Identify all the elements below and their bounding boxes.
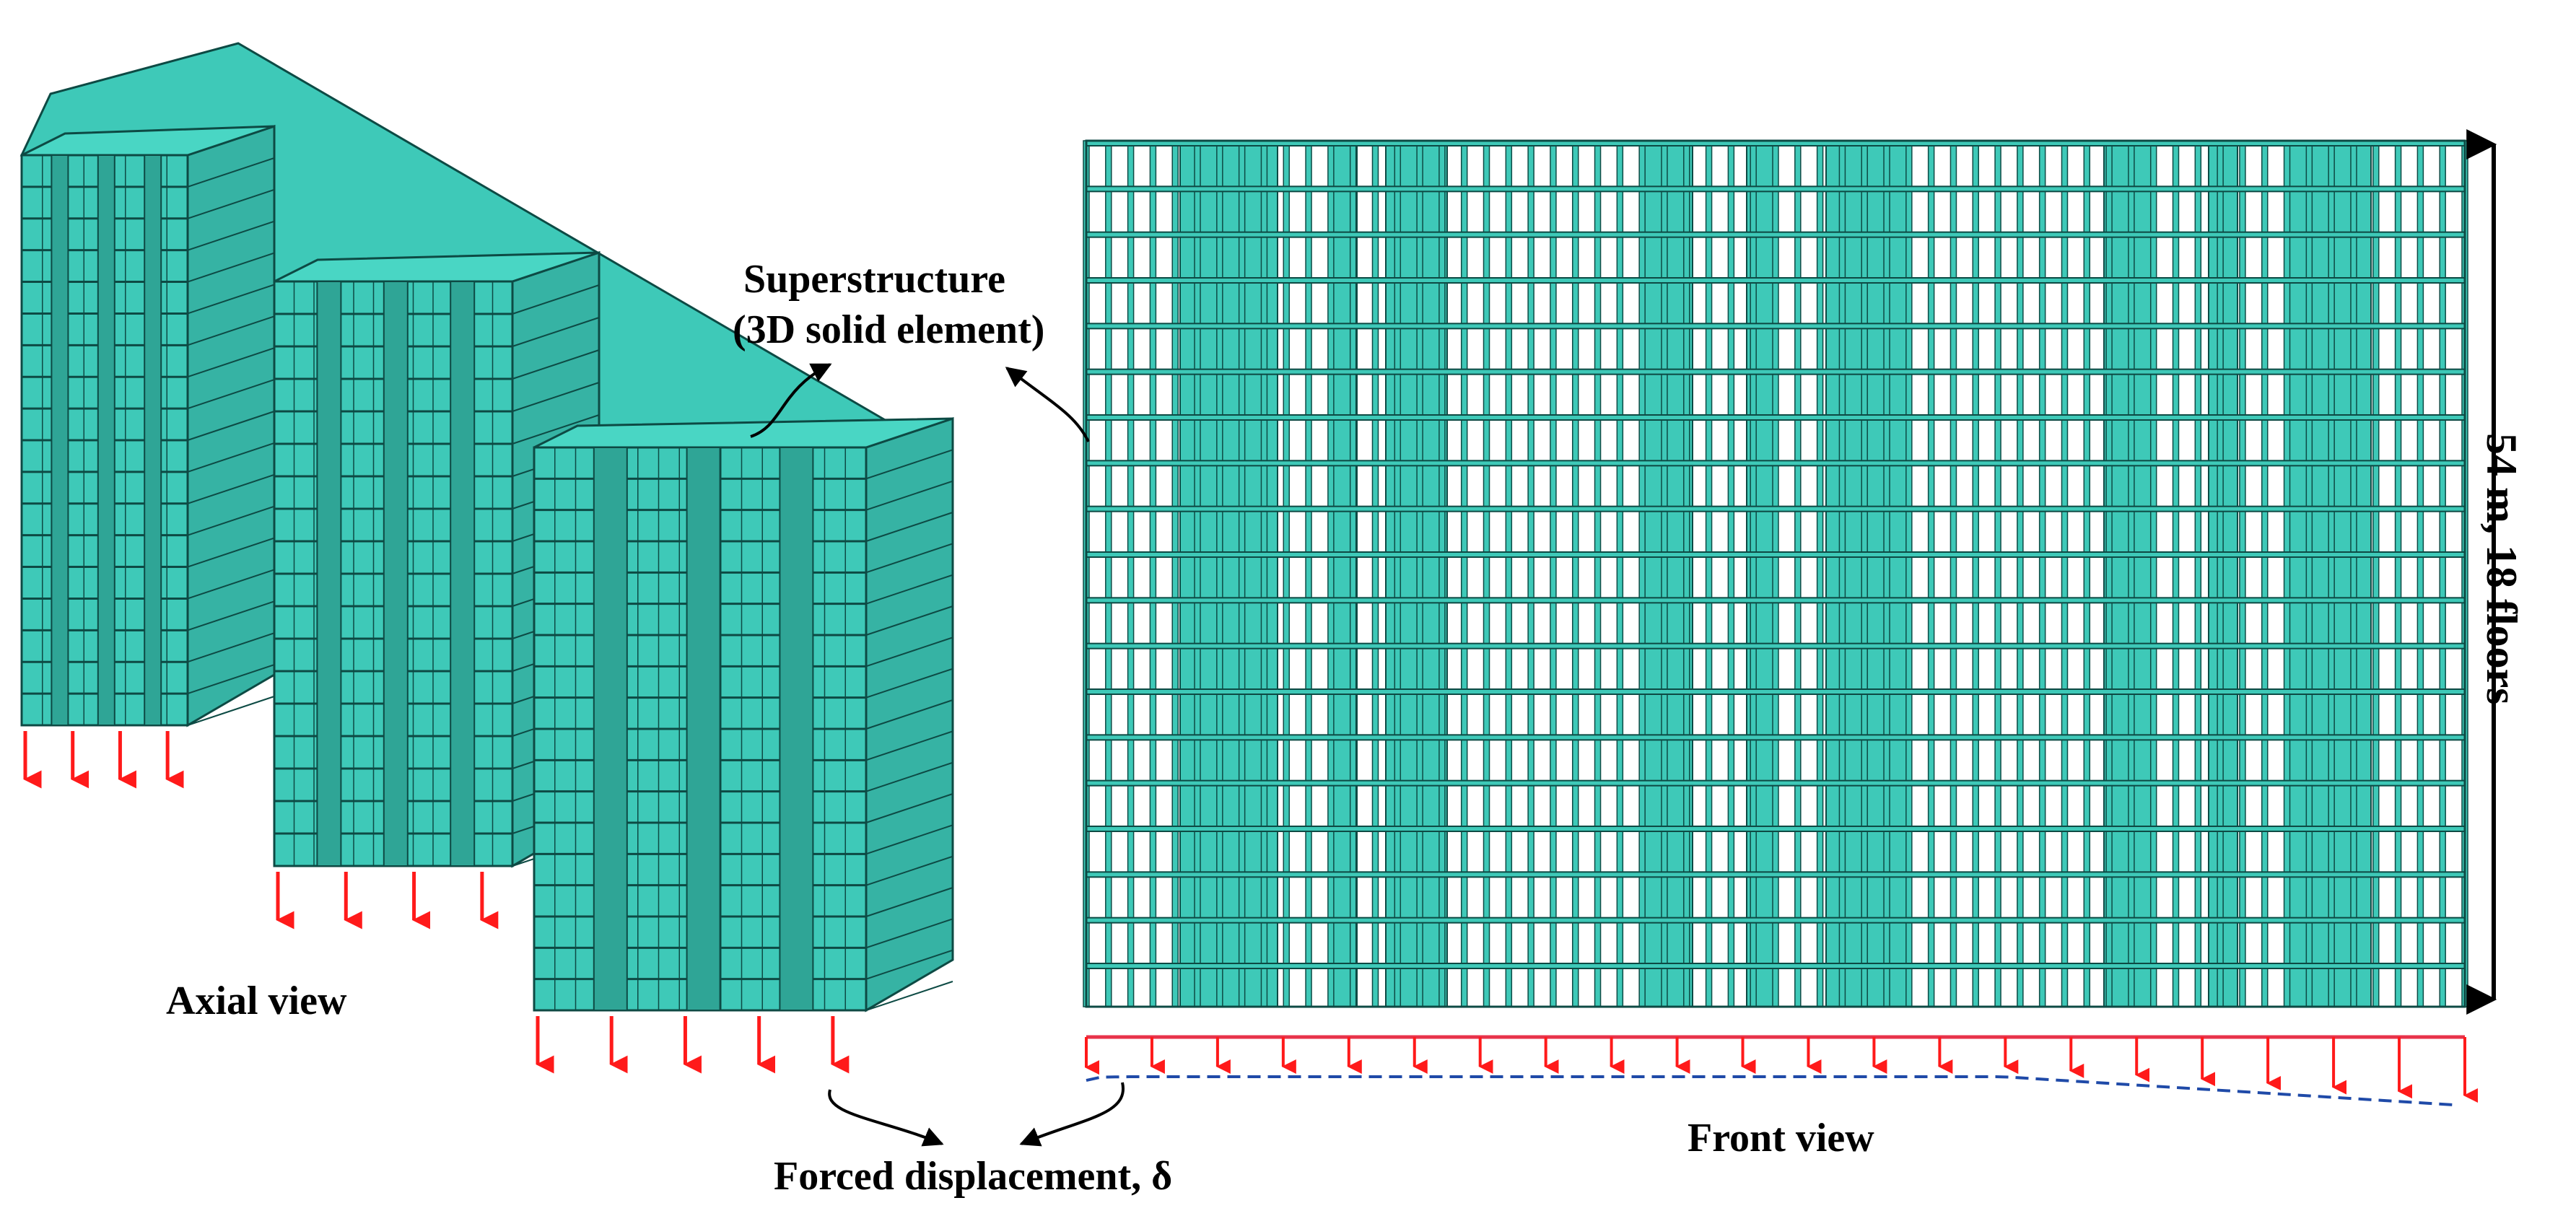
side-floor-line: [187, 220, 275, 251]
tower-roof: [21, 125, 275, 157]
side-floor-line: [865, 981, 953, 1011]
floor-slab: [1086, 826, 2466, 832]
side-floor-line: [187, 600, 275, 631]
front-outline: [1085, 139, 2466, 1008]
side-floor-line: [865, 637, 953, 668]
floor-slab: [1086, 734, 2466, 741]
side-floor-line: [187, 347, 275, 378]
floor-slab: [1086, 368, 2466, 375]
side-floor-line: [865, 730, 953, 761]
side-floor-line: [187, 315, 275, 346]
axial-view-model: [19, 42, 954, 1074]
floor-slab: [1086, 688, 2466, 695]
floor-slab: [1086, 323, 2466, 330]
tower-roof: [533, 417, 953, 449]
side-floor-line: [187, 473, 275, 504]
front-view-label: Front view: [1688, 1116, 1874, 1160]
floor-slab: [1086, 642, 2466, 649]
shear-wall-strip: [593, 447, 628, 1011]
side-floor-line: [865, 949, 953, 980]
forced-displacement-pointer-front: [1019, 1082, 1125, 1147]
floor-slab: [1086, 185, 2466, 193]
side-floor-line: [187, 569, 275, 600]
settlement-profile: [1086, 1075, 2458, 1107]
shear-wall-strip: [316, 281, 342, 867]
floor-slab: [1086, 414, 2466, 421]
side-floor-line: [865, 855, 953, 886]
side-floor-line: [865, 918, 953, 949]
floor-slab: [1086, 505, 2466, 512]
side-floor-line: [187, 664, 275, 695]
front-view-loads: [1085, 1035, 2478, 1107]
shear-wall-strip: [97, 154, 115, 726]
floor-slab: [1086, 460, 2466, 467]
side-floor-line: [865, 668, 953, 699]
side-floor-line: [187, 696, 275, 726]
floor-slab: [1086, 277, 2466, 284]
side-floor-line: [187, 537, 275, 568]
shear-wall-strip: [450, 281, 476, 867]
side-floor-line: [865, 449, 953, 480]
side-floor-line: [187, 411, 275, 441]
side-floor-line: [187, 379, 275, 410]
forced-displacement-label: Forced displacement, δ: [774, 1154, 1173, 1199]
superstructure-pointer-front: [1005, 367, 1090, 442]
superstructure-sublabel: (3D solid element): [733, 307, 1045, 352]
floor-slab: [1086, 963, 2466, 969]
shear-wall-strip: [383, 281, 409, 867]
side-floor-line: [865, 574, 953, 605]
front-view-model: [1083, 139, 2468, 1008]
side-floor-line: [865, 793, 953, 823]
side-floor-line: [865, 887, 953, 917]
floor-slab: [1086, 871, 2466, 878]
side-floor-line: [512, 382, 600, 412]
height-label: 54 m, 18 floors: [2478, 433, 2525, 705]
side-floor-line: [865, 605, 953, 636]
side-floor-line: [187, 442, 275, 473]
shear-wall-strip: [144, 154, 162, 726]
side-floor-line: [512, 317, 600, 347]
shear-wall-strip: [686, 447, 721, 1011]
side-floor-line: [865, 480, 953, 511]
shear-wall-strip: [51, 154, 69, 726]
side-floor-line: [865, 543, 953, 574]
side-floor-line: [512, 349, 600, 380]
floor-slab: [1086, 917, 2466, 924]
superstructure-label: Superstructure: [743, 257, 1005, 302]
forced-displacement-pointer-axial: [828, 1089, 944, 1147]
side-floor-line: [187, 188, 275, 219]
side-floor-line: [187, 157, 275, 188]
side-floor-line: [187, 632, 275, 663]
side-floor-line: [865, 761, 953, 792]
side-floor-line: [865, 699, 953, 730]
side-floor-line: [865, 824, 953, 855]
floor-slab: [1086, 597, 2466, 604]
side-floor-line: [512, 284, 600, 315]
shear-wall-strip: [779, 447, 814, 1011]
floor-slab: [1086, 231, 2466, 238]
superstructure-pointer-axial: [750, 363, 832, 438]
axial-view-label: Axial view: [166, 979, 347, 1023]
floor-slab: [1086, 779, 2466, 787]
side-floor-line: [512, 414, 600, 445]
side-floor-line: [187, 252, 275, 283]
floor-slab: [1086, 551, 2466, 558]
side-floor-line: [187, 284, 275, 315]
side-floor-line: [187, 505, 275, 536]
side-floor-line: [865, 512, 953, 542]
